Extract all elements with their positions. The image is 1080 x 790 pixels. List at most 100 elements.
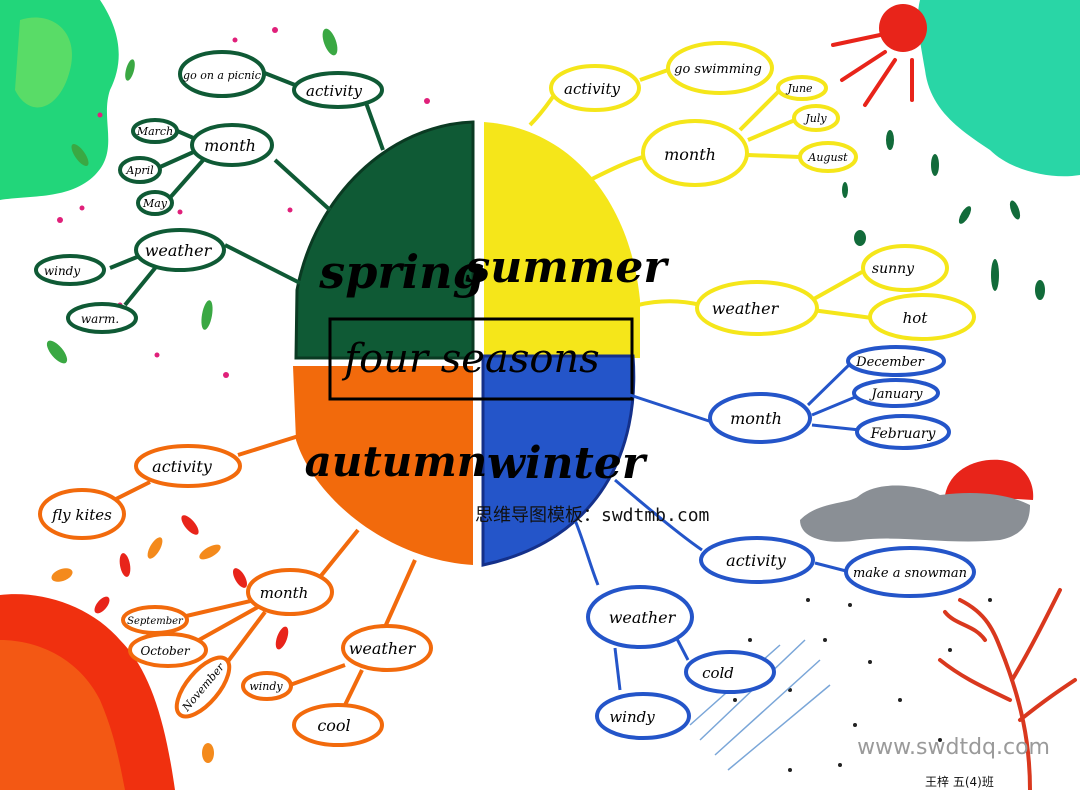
autumn-weather-label: weather [349,639,417,658]
winter-month-2: February [870,426,937,442]
spring-activity-node[interactable] [292,71,384,109]
winter-activity-node[interactable] [699,536,815,584]
spring-label: spring [318,245,484,299]
center-circle: four seasons spring summer autumn winter [293,120,669,567]
spring-branch [109,70,385,307]
quadrant-summer [484,122,640,358]
winter-month-1-node[interactable] [852,378,940,408]
summer-month-label: month [664,145,716,164]
spring-month-0: March [136,125,173,138]
spring-activity-item: go on a picnic [183,69,261,82]
winter-activity-label: activity [726,551,787,570]
autumn-weather-1: cool [317,716,350,735]
summer-activity-node[interactable] [549,64,641,112]
winter-weather-node[interactable] [586,585,694,649]
autumn-activity-item-node[interactable] [38,488,126,540]
summer-activity-label: activity [564,80,620,98]
summer-weather-0-node[interactable] [861,244,949,292]
spring-month-2: May [142,197,168,210]
spring-weather-0-node[interactable] [34,254,106,286]
summer-branch [528,68,873,320]
watermark-center: 思维导图模板：swdtmb.com [475,505,709,526]
center-title-box [328,317,634,401]
winter-weather-0-node[interactable] [684,650,776,694]
autumn-month-1-node[interactable] [128,632,208,668]
winter-month-label: month [730,409,782,428]
winter-branch [573,360,866,691]
summer-activity-item-node[interactable] [666,41,774,95]
summer-month-2: August [807,151,848,164]
winter-weather-label: weather [609,608,677,627]
winter-weather-1-node[interactable] [595,692,691,740]
spring-texts: activity go on a picnic month March Apri… [44,69,363,326]
spring-month-2-node[interactable] [136,190,174,216]
spring-month-1-node[interactable] [118,156,162,184]
summer-month-0-node[interactable] [776,75,828,101]
spring-weather-1-node[interactable] [66,302,138,334]
spring-month-0-node[interactable] [131,118,179,144]
cloud-icon [800,485,1030,542]
bare-tree-icon [938,588,1077,790]
summer-month-2-node[interactable] [798,141,858,173]
autumn-weather-0: windy [249,680,283,693]
summer-weather-node[interactable] [695,280,819,336]
autumn-month-label: month [260,584,309,602]
summer-nodes [549,41,976,341]
autumn-activity-node[interactable] [134,444,242,488]
autumn-month-1: October [140,644,190,658]
watermark-bottom: www.swdtdq.com [857,735,1050,760]
winter-texts: month December January February activity… [609,355,967,726]
winter-activity-item-node[interactable] [844,546,976,598]
winter-activity-item: make a snowman [853,566,967,581]
spring-weather-label: weather [145,241,213,260]
autumn-label: autumn [305,437,488,486]
summer-label: summer [464,242,669,293]
spring-weather-1: warm. [81,312,119,326]
winter-month-0: December [855,355,924,370]
winter-weather-0: cold [702,664,734,682]
green-bush-top-right [917,0,1080,177]
winter-sun-icon [945,459,1034,500]
autumn-weather-node[interactable] [341,624,433,672]
leaf-icons [46,28,1045,763]
autumn-weather-1-node[interactable] [292,703,384,747]
winter-month-node[interactable] [708,392,812,444]
summer-weather-0: sunny [872,261,915,277]
spring-weather-node[interactable] [134,228,226,272]
summer-month-0: June [785,82,813,95]
summer-texts: activity go swimming month June July Aug… [564,62,928,327]
summer-weather-1: hot [903,309,929,327]
summer-month-node[interactable] [641,119,749,187]
winter-month-0-node[interactable] [846,345,946,377]
autumn-month-2-node[interactable] [168,649,239,725]
winter-month-2-node[interactable] [855,414,951,450]
winter-label: winter [487,438,648,489]
summer-weather-1-node[interactable] [868,293,976,341]
autumn-nodes [38,444,433,747]
summer-weather-label: weather [712,299,780,318]
center-title: four seasons [341,336,599,382]
autumn-weather-0-node[interactable] [241,671,293,701]
quadrant-spring [296,122,473,358]
spring-activity-label: activity [306,82,362,100]
autumn-activity-item: fly kites [51,506,112,524]
winter-weather-1: windy [609,708,655,726]
autumn-month-0: September [127,616,184,627]
spring-month-node[interactable] [190,123,274,167]
autumn-branch [109,433,417,706]
spring-month-1: April [125,164,154,177]
spring-activity-item-node[interactable] [178,50,266,98]
sun-icon [831,4,927,107]
autumn-month-node[interactable] [246,568,334,616]
summer-month-1: July [803,112,827,125]
spring-month-label: month [204,136,256,155]
signature: 王梓 五(4)班 [925,774,994,789]
winter-month-1: January [868,387,923,402]
autumn-activity-label: activity [152,457,213,476]
winter-nodes [586,345,976,740]
quadrant-autumn [293,366,473,565]
summer-month-1-node[interactable] [792,104,840,132]
